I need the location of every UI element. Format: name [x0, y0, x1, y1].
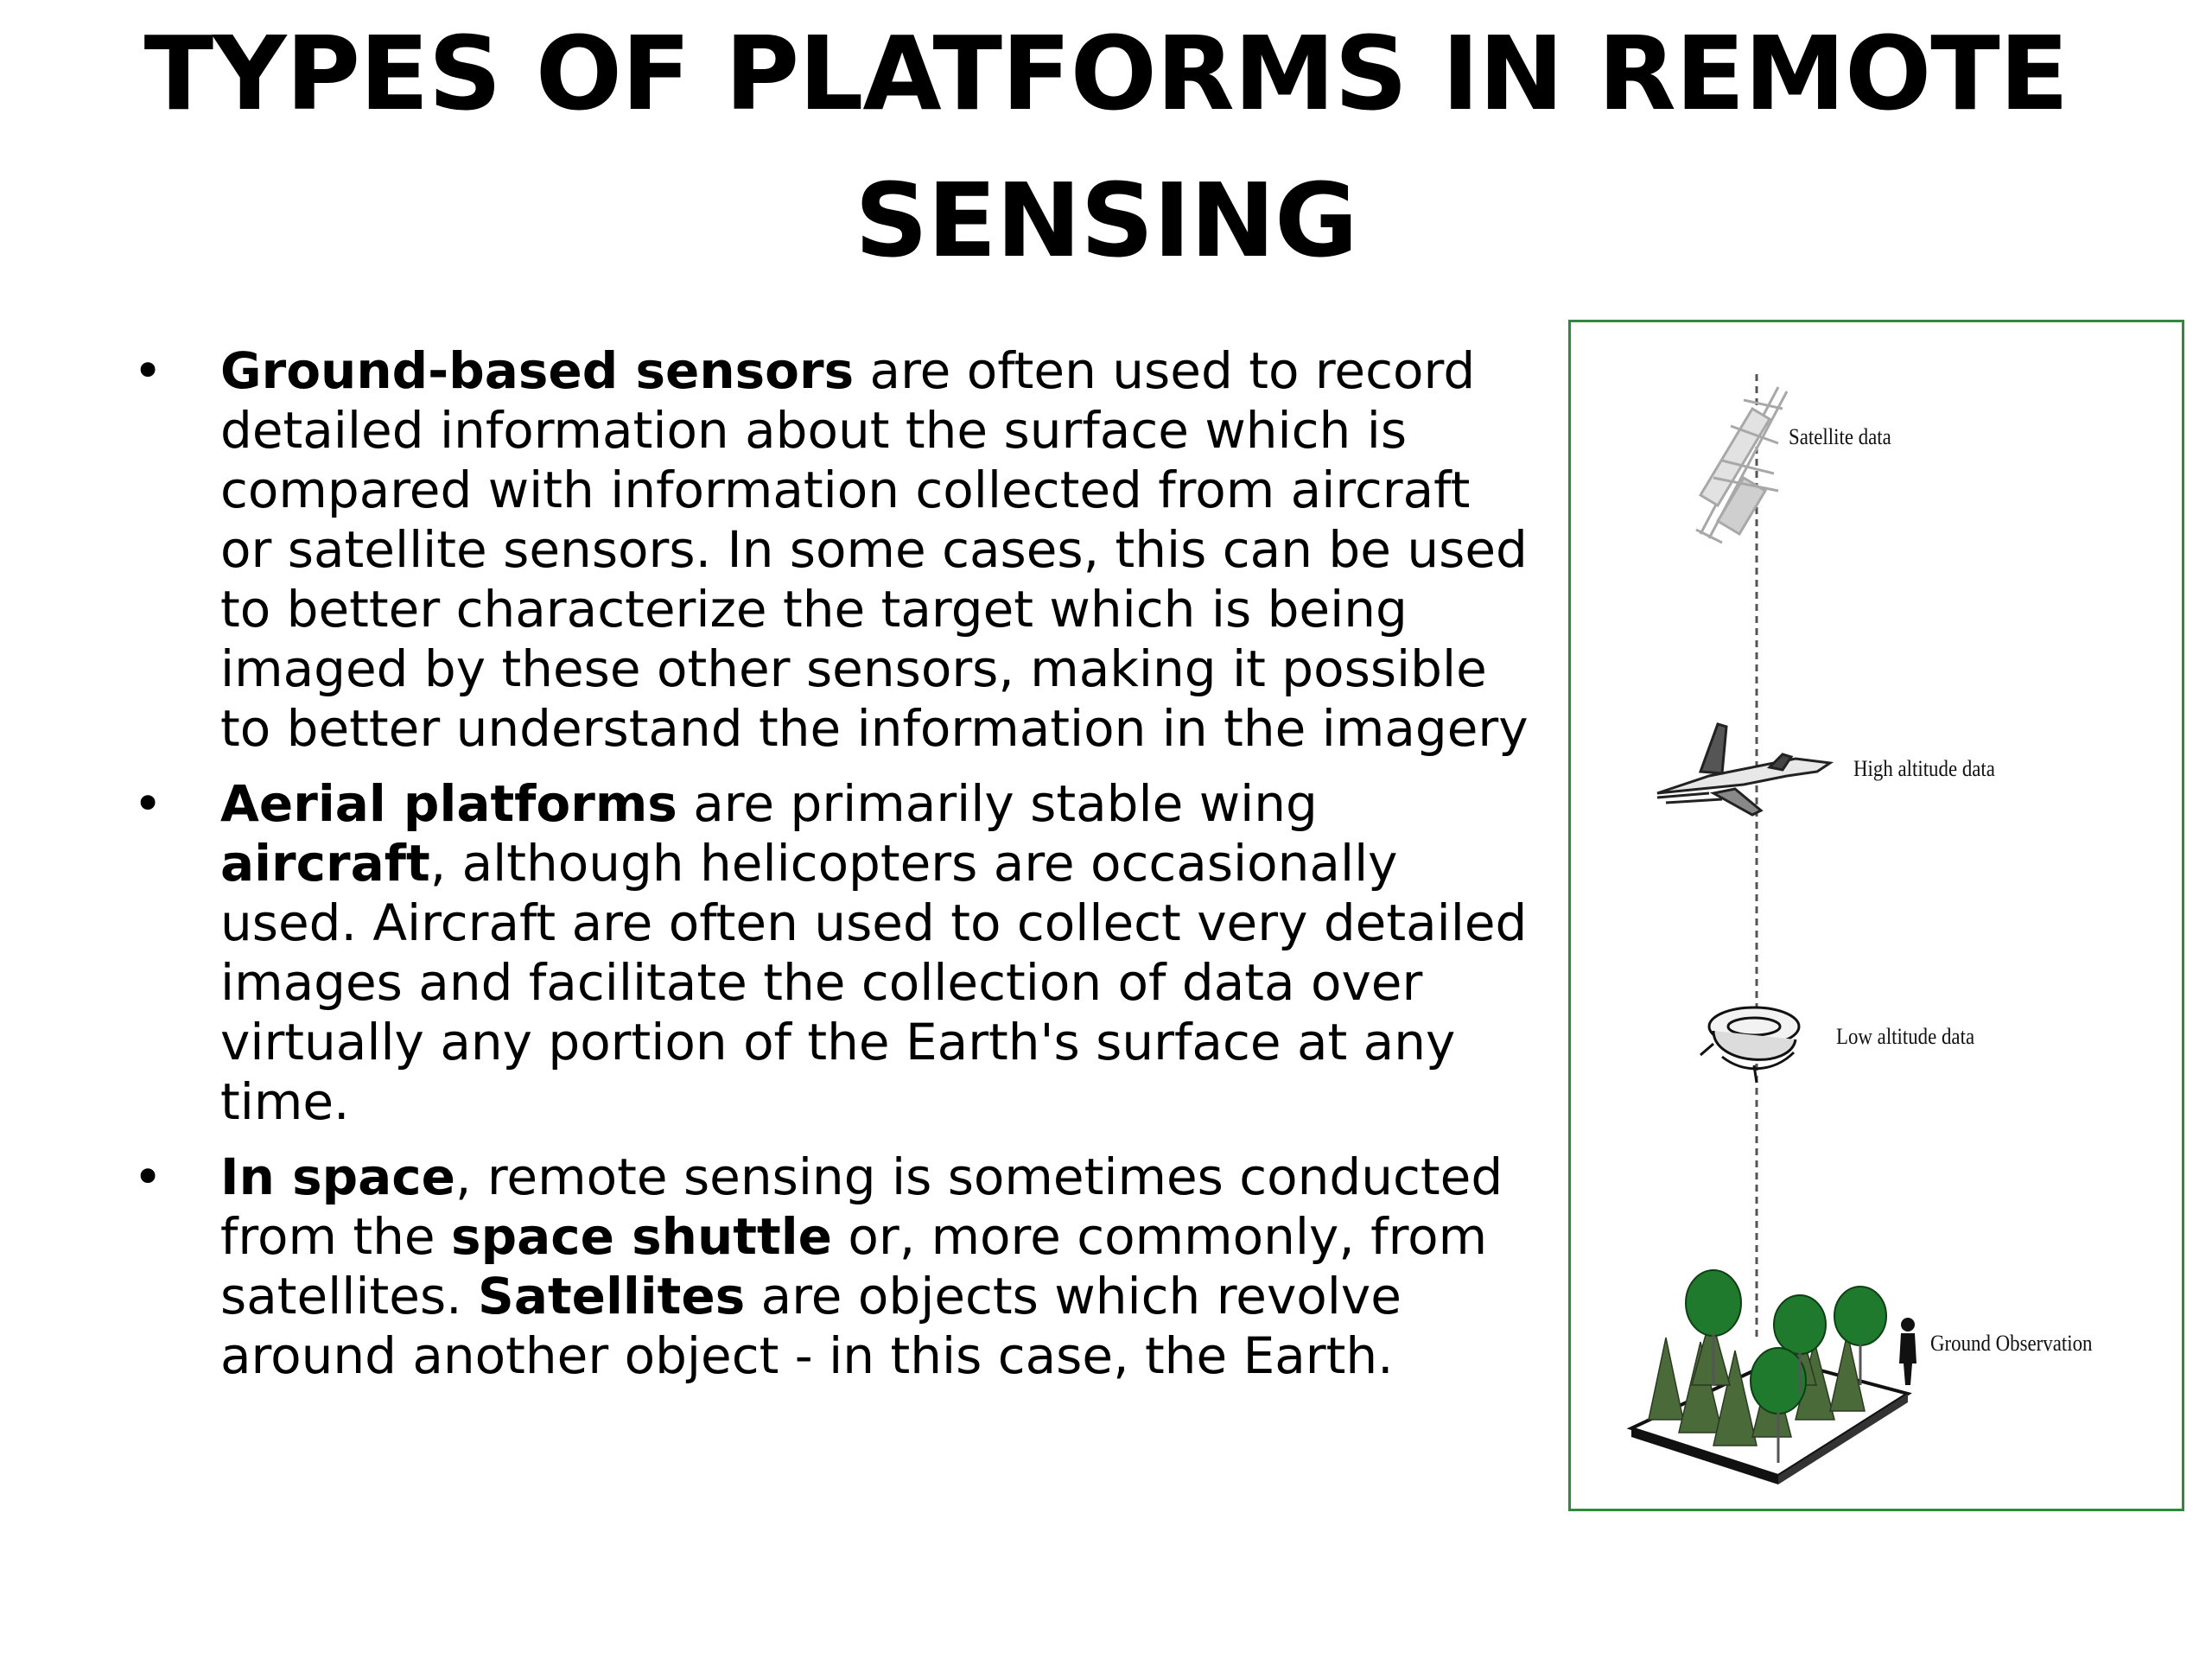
- bullet-text: , although helicopters are occasionally …: [220, 834, 1528, 1131]
- bullet-text: are often used to record detailed inform…: [220, 341, 1529, 758]
- title-line-1: TYPES OF PLATFORMS IN REMOTE: [143, 14, 2069, 133]
- slide-title: TYPES OF PLATFORMS IN REMOTE SENSING: [0, 0, 2212, 294]
- label-low-altitude-data: Low altitude data: [1836, 1024, 1975, 1049]
- platforms-diagram: [1626, 374, 1916, 1484]
- bullet-text: are objects which revolve around another…: [220, 1267, 1402, 1385]
- bullet-bold-term: Aerial platforms: [220, 774, 677, 833]
- bullet-in-space: • In space, remote sensing is sometimes …: [121, 1147, 1529, 1386]
- bullet-bold-term: space shuttle: [451, 1207, 832, 1266]
- label-ground-observation: Ground Observation: [1930, 1331, 2093, 1356]
- bullet-list: • Ground-based sensors are often used to…: [121, 341, 1529, 1402]
- label-satellite-data: Satellite data: [1789, 424, 1891, 449]
- bullet-text: or, more commonly, from satellites.: [220, 1207, 1488, 1325]
- helicopter-icon: [1700, 1006, 1801, 1084]
- trees-icon: [1626, 1269, 1912, 1484]
- airplane-icon: [1656, 722, 1834, 817]
- bullet-marker: •: [133, 341, 163, 400]
- bullet-ground-based: • Ground-based sensors are often used to…: [121, 341, 1529, 759]
- bullet-aerial-platforms: • Aerial platforms are primarily stable …: [121, 774, 1529, 1132]
- bullet-bold-term: aircraft: [220, 834, 430, 893]
- bullet-text: , remote sensing is sometimes conducted …: [220, 1147, 1503, 1266]
- person-icon: [1899, 1318, 1916, 1385]
- bullet-marker: •: [133, 1147, 163, 1206]
- label-high-altitude-data: High altitude data: [1853, 756, 1995, 781]
- title-line-2: SENSING: [855, 161, 1358, 280]
- satellite-icon: [1695, 386, 1789, 544]
- bullet-bold-term: In space: [220, 1147, 455, 1206]
- platforms-figure: Satellite data High altitude data Low al…: [1568, 320, 2184, 1511]
- bullet-marker: •: [133, 774, 163, 833]
- bullet-text: are primarily stable wing: [677, 774, 1318, 833]
- bullet-bold-term: Ground-based sensors: [220, 341, 855, 400]
- bullet-bold-term: Satellites: [478, 1267, 746, 1325]
